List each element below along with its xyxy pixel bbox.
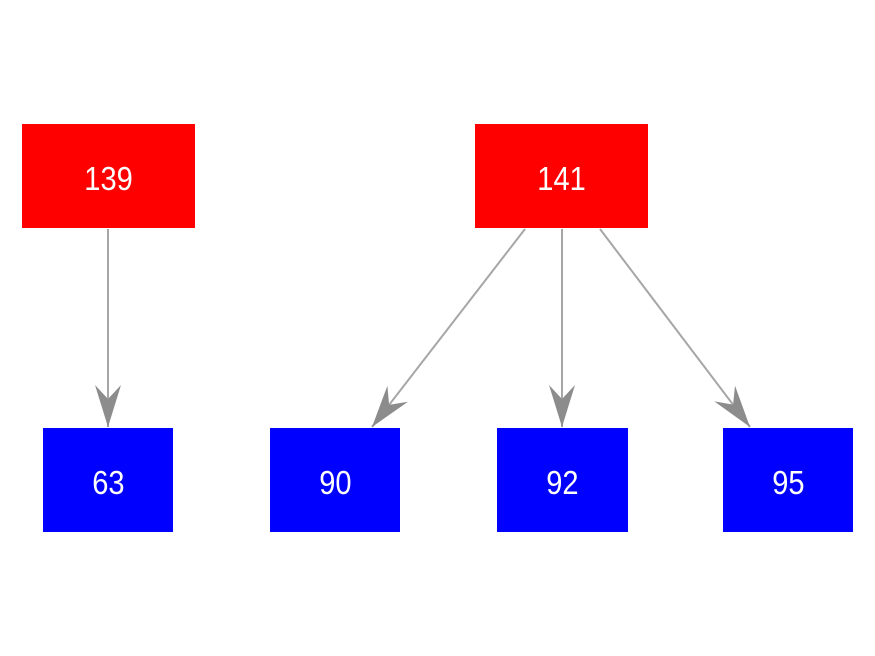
node-label-92: 92 xyxy=(546,463,579,501)
node-label-90: 90 xyxy=(318,463,352,501)
node-92: 92 xyxy=(497,428,628,532)
edge-141-to-90 xyxy=(371,228,526,428)
node-139: 139 xyxy=(22,124,195,228)
edge-141-to-95 xyxy=(599,228,751,428)
node-label-139: 139 xyxy=(84,159,133,197)
node-141: 141 xyxy=(475,124,648,228)
node-63: 63 xyxy=(43,428,173,532)
node-95: 95 xyxy=(723,428,853,532)
node-label-95: 95 xyxy=(771,463,805,501)
node-90: 90 xyxy=(270,428,400,532)
node-label-141: 141 xyxy=(537,159,586,197)
node-label-63: 63 xyxy=(91,463,125,501)
